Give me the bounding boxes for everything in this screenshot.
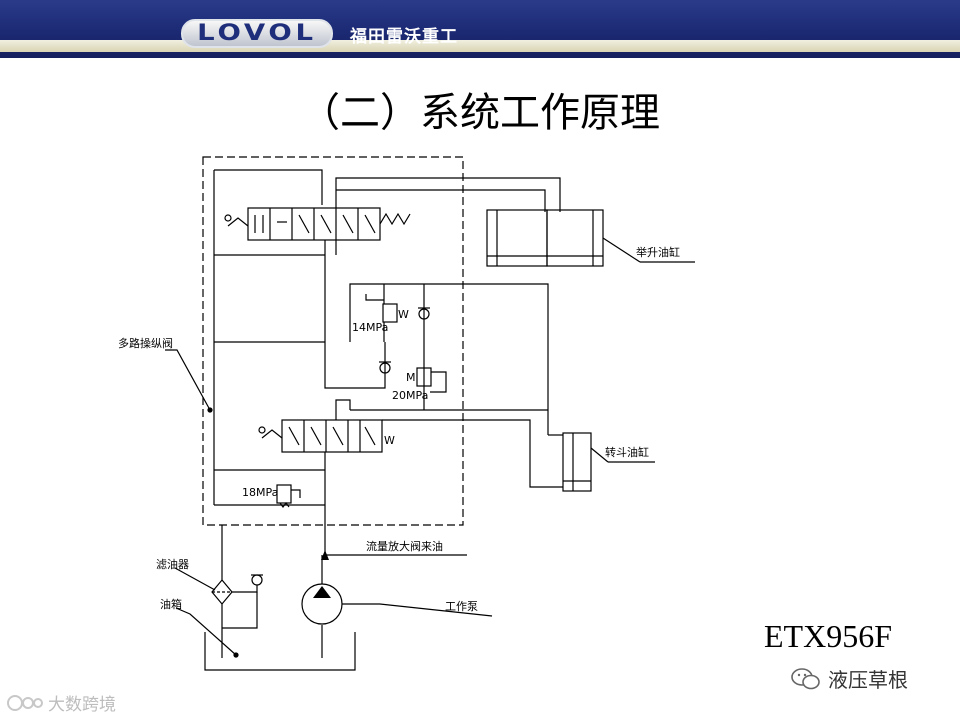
relief-valve-20mpa [416, 367, 432, 387]
page-title: （二）系统工作原理 [300, 90, 660, 136]
lift-control-valve [224, 207, 411, 342]
tilt-cylinder [562, 432, 655, 492]
tank [175, 607, 356, 671]
svg-text:W: W [398, 308, 409, 321]
valve-boundary [202, 156, 464, 526]
lift-cylinder-label: 举升油缸 [636, 245, 680, 259]
logo-text: LOVOL [197, 21, 317, 46]
watermark-right-text: 液压草根 [828, 668, 908, 692]
lovol-logo: LOVOL [181, 19, 333, 48]
pressure-label-20: 20MPa [392, 389, 428, 402]
relief-valve-18mpa [276, 484, 292, 504]
logo-watermark: 大数跨境 [6, 690, 116, 715]
svg-text:M: M [406, 371, 416, 384]
header-banner: LOVOL 福田雷沃重工 [0, 0, 960, 58]
svg-text:W: W [384, 434, 395, 447]
flow-amplifier-label: 流量放大阀来油 [366, 539, 443, 553]
lift-cylinder [486, 209, 695, 267]
pump-label: 工作泵 [445, 600, 478, 613]
brand-name: 福田雷沃重工 [350, 27, 458, 47]
pressure-label-14: 14MPa [352, 321, 388, 334]
model-number: ETX956F [764, 618, 892, 654]
pump [301, 555, 493, 625]
filter [174, 525, 263, 629]
tilt-control-valve: W [258, 419, 395, 465]
wechat-watermark: 液压草根 [790, 664, 908, 693]
wechat-icon [791, 667, 820, 689]
multi-valve-label: 多路操纵阀 [118, 336, 173, 350]
watermark-left-text: 大数跨境 [48, 695, 116, 715]
tank-label: 油箱 [160, 597, 182, 611]
check-valve-upper [418, 308, 430, 320]
tilt-cylinder-label: 转斗油缸 [605, 445, 649, 459]
filter-label: 滤油器 [156, 557, 189, 571]
pressure-label-18: 18MPa [242, 486, 278, 499]
logo-watermark-icon [7, 694, 43, 711]
